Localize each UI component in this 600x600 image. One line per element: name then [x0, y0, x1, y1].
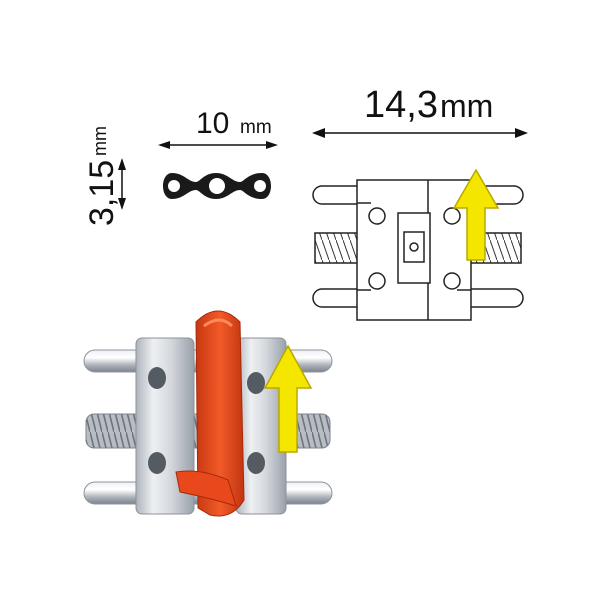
- activation-key: [175, 310, 245, 517]
- screw-photo-render: [83, 310, 333, 517]
- height-arrow-bottom: [118, 198, 126, 210]
- length-value: 14,3: [364, 84, 438, 126]
- screw-line-drawing: [312, 179, 524, 321]
- length-dimension: 14,3 mm: [312, 84, 528, 138]
- width-arrow-right: [266, 141, 278, 149]
- up-arrow-icon: [263, 344, 313, 453]
- drawing-hole: [368, 207, 386, 225]
- width-unit: mm: [240, 117, 272, 138]
- drawing-hole: [443, 272, 461, 290]
- width-arrow-left: [158, 141, 170, 149]
- height-unit: mm: [90, 126, 110, 156]
- drawing-hole: [443, 207, 461, 225]
- render-hole: [148, 452, 166, 474]
- length-unit: mm: [440, 88, 493, 124]
- hole-plate-icon: [163, 173, 271, 199]
- render-hole: [247, 372, 265, 394]
- height-value: 3,15: [83, 160, 121, 226]
- length-arrow-right: [515, 128, 528, 138]
- render-hole: [148, 367, 166, 389]
- length-arrow-left: [312, 128, 325, 138]
- width-value: 10: [196, 107, 229, 140]
- width-dimension: 10 mm: [158, 107, 278, 149]
- height-dimension: 3,15 mm: [83, 126, 126, 226]
- up-arrow-icon: [452, 168, 500, 261]
- render-hole: [247, 452, 265, 474]
- height-arrow-top: [118, 158, 126, 170]
- drawing-hole: [368, 272, 386, 290]
